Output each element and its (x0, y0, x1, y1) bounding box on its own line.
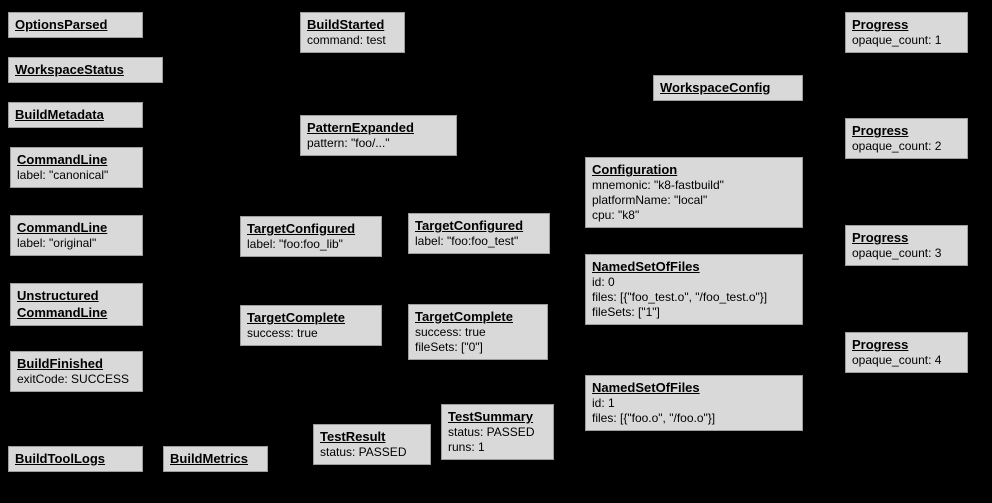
node-title: TargetComplete (415, 309, 513, 324)
node-options-parsed: OptionsParsed (8, 12, 143, 38)
node-field: label: "foo:foo_lib" (247, 237, 343, 251)
node-field: label: "canonical" (17, 168, 109, 182)
node-title: TargetConfigured (247, 221, 356, 236)
node-title: CommandLine (17, 152, 108, 167)
node-title: Unstructured (17, 288, 99, 303)
node-workspace-config: WorkspaceConfig (653, 75, 803, 101)
node-field: opaque_count: 4 (852, 353, 942, 367)
node-title: BuildFinished (17, 356, 103, 371)
node-field: platformName: "local" (592, 193, 708, 207)
node-field: status: PASSED (320, 445, 407, 459)
node-title: NamedSetOfFiles (592, 380, 700, 395)
node-field: mnemonic: "k8-fastbuild" (592, 178, 724, 192)
node-field: fileSets: ["1"] (592, 305, 660, 319)
node-title: TestSummary (448, 409, 534, 424)
node-field: status: PASSED (448, 425, 535, 439)
node-field: label: "original" (17, 236, 97, 250)
node-workspace-status: WorkspaceStatus (8, 57, 163, 83)
node-title: WorkspaceStatus (15, 62, 124, 77)
node-field: fileSets: ["0"] (415, 340, 483, 354)
node-title: BuildMetrics (170, 451, 249, 466)
node-field: runs: 1 (448, 440, 485, 454)
node-field: id: 1 (592, 396, 615, 410)
node-field: success: true (247, 326, 318, 340)
node-field: exitCode: SUCCESS (17, 372, 130, 386)
node-field: opaque_count: 1 (852, 33, 942, 47)
node-title: TargetComplete (247, 310, 345, 325)
node-field: id: 0 (592, 275, 615, 289)
node-build-tool-logs: BuildToolLogs (8, 446, 143, 472)
node-title: CommandLine (17, 305, 108, 320)
node-field: opaque_count: 2 (852, 139, 942, 153)
node-title: BuildMetadata (15, 107, 104, 122)
node-title: Progress (852, 17, 909, 32)
node-field: success: true (415, 325, 486, 339)
node-title: PatternExpanded (307, 120, 414, 135)
node-title: Progress (852, 230, 909, 245)
node-field: command: test (307, 33, 386, 47)
node-title: BuildToolLogs (15, 451, 106, 466)
node-title: Configuration (592, 162, 678, 177)
node-field: opaque_count: 3 (852, 246, 942, 260)
node-title: OptionsParsed (15, 17, 108, 32)
node-title: NamedSetOfFiles (592, 259, 700, 274)
node-title: Progress (852, 337, 909, 352)
node-build-metadata: BuildMetadata (8, 102, 143, 128)
node-field: label: "foo:foo_test" (415, 234, 519, 248)
node-title: TestResult (320, 429, 386, 444)
node-field: files: [{"foo_test.o", "/foo_test.o"}] (592, 290, 768, 304)
node-title: BuildStarted (307, 17, 385, 32)
node-field: pattern: "foo/..." (307, 136, 390, 150)
node-title: WorkspaceConfig (660, 80, 771, 95)
node-title: TargetConfigured (415, 218, 524, 233)
node-build-metrics: BuildMetrics (163, 446, 268, 472)
node-field: cpu: "k8" (592, 208, 640, 222)
node-field: files: [{"foo.o", "/foo.o"}] (592, 411, 716, 425)
node-title: CommandLine (17, 220, 108, 235)
node-title: Progress (852, 123, 909, 138)
